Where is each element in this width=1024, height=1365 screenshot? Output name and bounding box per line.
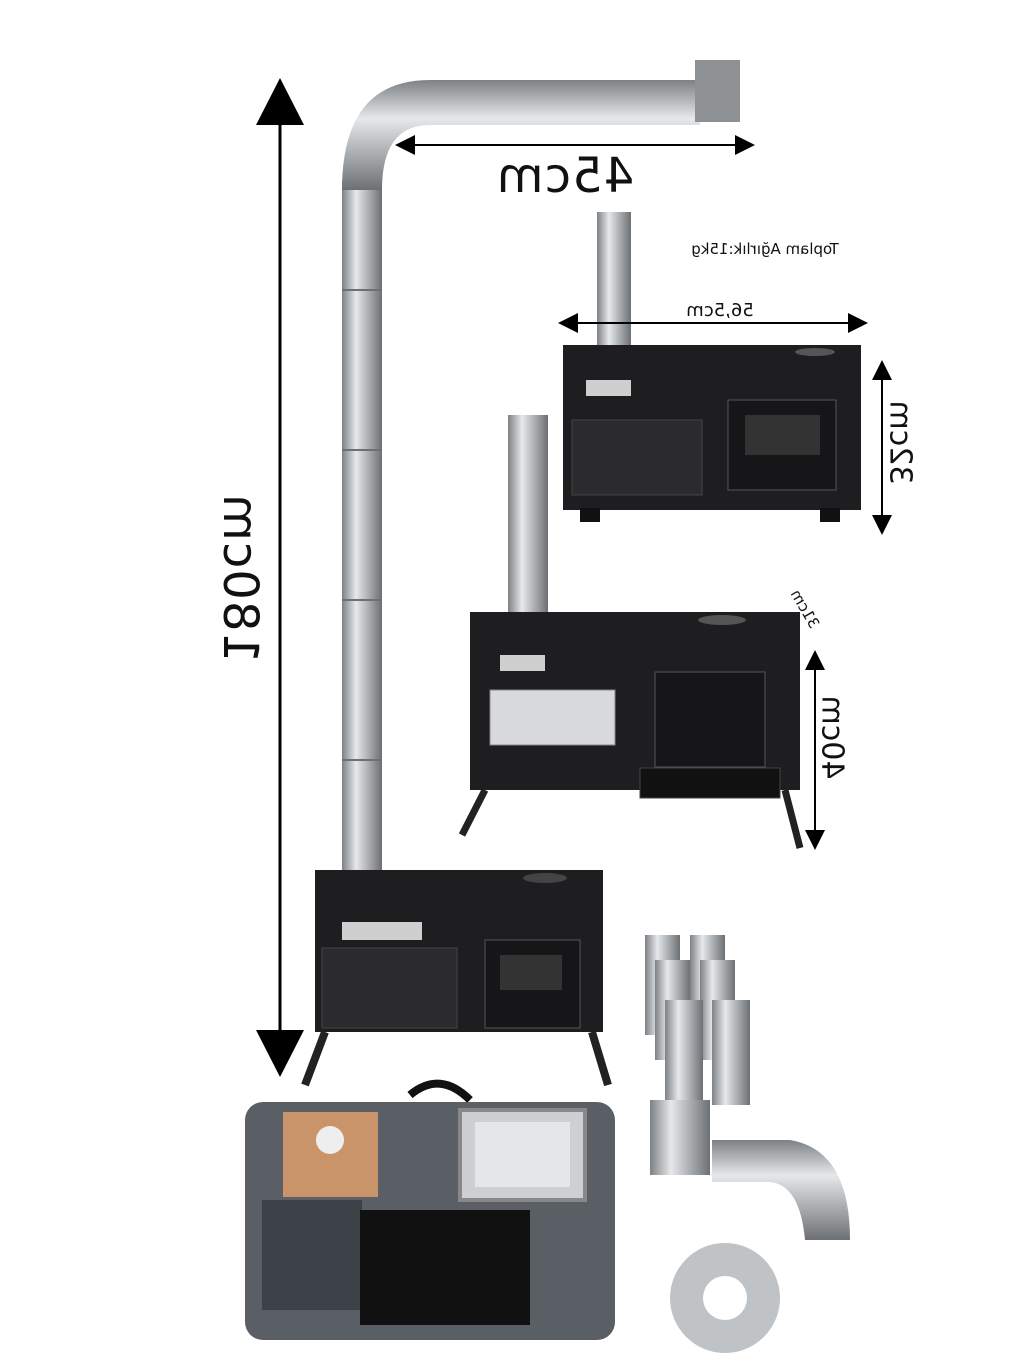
stove-main xyxy=(301,870,612,1087)
height-arrow xyxy=(256,78,304,1077)
body-height-label: 32cm xyxy=(882,400,918,485)
width-label: 56,5cm xyxy=(686,300,754,321)
stove-view-top xyxy=(558,212,892,535)
pipe-sections xyxy=(645,935,850,1353)
chimney-offset-label: 45cm xyxy=(495,148,635,204)
height-label: 180cm xyxy=(212,493,268,663)
leg-height-label: 40cm xyxy=(814,695,850,780)
weight-label: Toplam Ağırlık:15kg xyxy=(691,240,839,258)
carry-bag xyxy=(245,1079,615,1340)
chimney-pipe xyxy=(342,60,740,880)
stove-view-middle xyxy=(458,415,825,850)
